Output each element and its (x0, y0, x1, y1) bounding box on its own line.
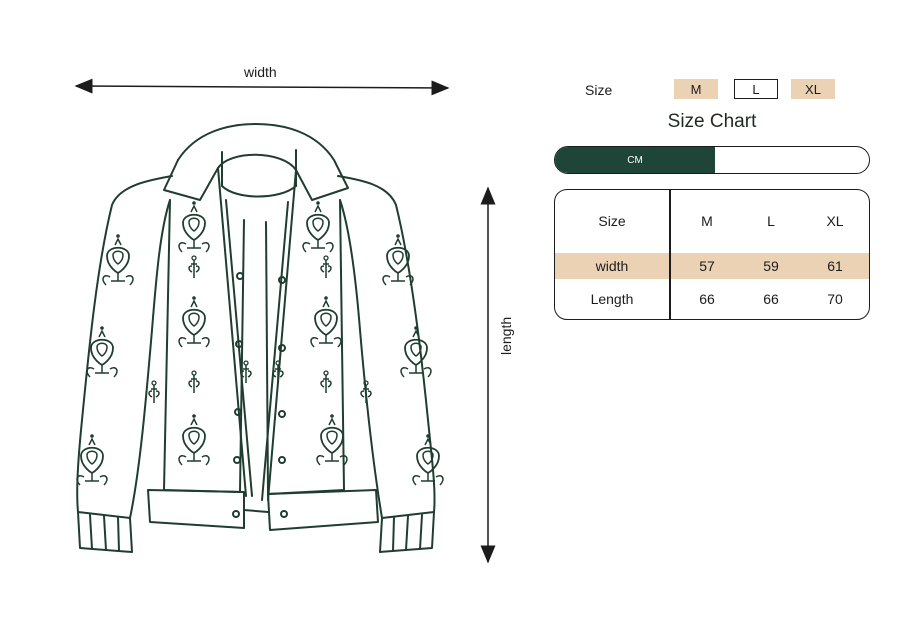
size-option-m[interactable]: M (674, 79, 718, 99)
width-dimension-label: width (244, 64, 277, 80)
table-header-cell: XL (826, 213, 844, 229)
size-table: Size M L XL width 57 59 61 Length 66 66 … (554, 189, 870, 320)
table-header-row: Size M L XL (555, 200, 869, 242)
table-header-cell: M (701, 213, 713, 229)
table-row: Length 66 66 70 (555, 286, 869, 312)
size-picker-label: Size (585, 82, 613, 98)
table-cell: 66 (699, 291, 715, 307)
table-cell: 59 (763, 258, 779, 274)
table-header-cell: Size (598, 213, 626, 229)
table-row-label: Length (590, 291, 634, 307)
unit-option-cm[interactable]: CM (555, 147, 715, 173)
unit-toggle[interactable]: CM (554, 146, 870, 174)
table-cell: 66 (763, 291, 779, 307)
size-option-l[interactable]: L (734, 79, 778, 99)
width-arrow-icon (74, 78, 450, 96)
table-cell: 61 (827, 258, 843, 274)
table-row: width 57 59 61 (555, 253, 869, 279)
size-chart-title: Size Chart (667, 111, 757, 132)
table-header-cell: L (767, 213, 775, 229)
table-cell: 70 (827, 291, 843, 307)
size-option-xl[interactable]: XL (791, 79, 835, 99)
length-dimension-label: length (498, 316, 514, 355)
table-row-label: width (595, 258, 629, 274)
table-column-divider (669, 190, 671, 319)
table-cell: 57 (699, 258, 715, 274)
unit-option-other[interactable] (715, 147, 869, 173)
